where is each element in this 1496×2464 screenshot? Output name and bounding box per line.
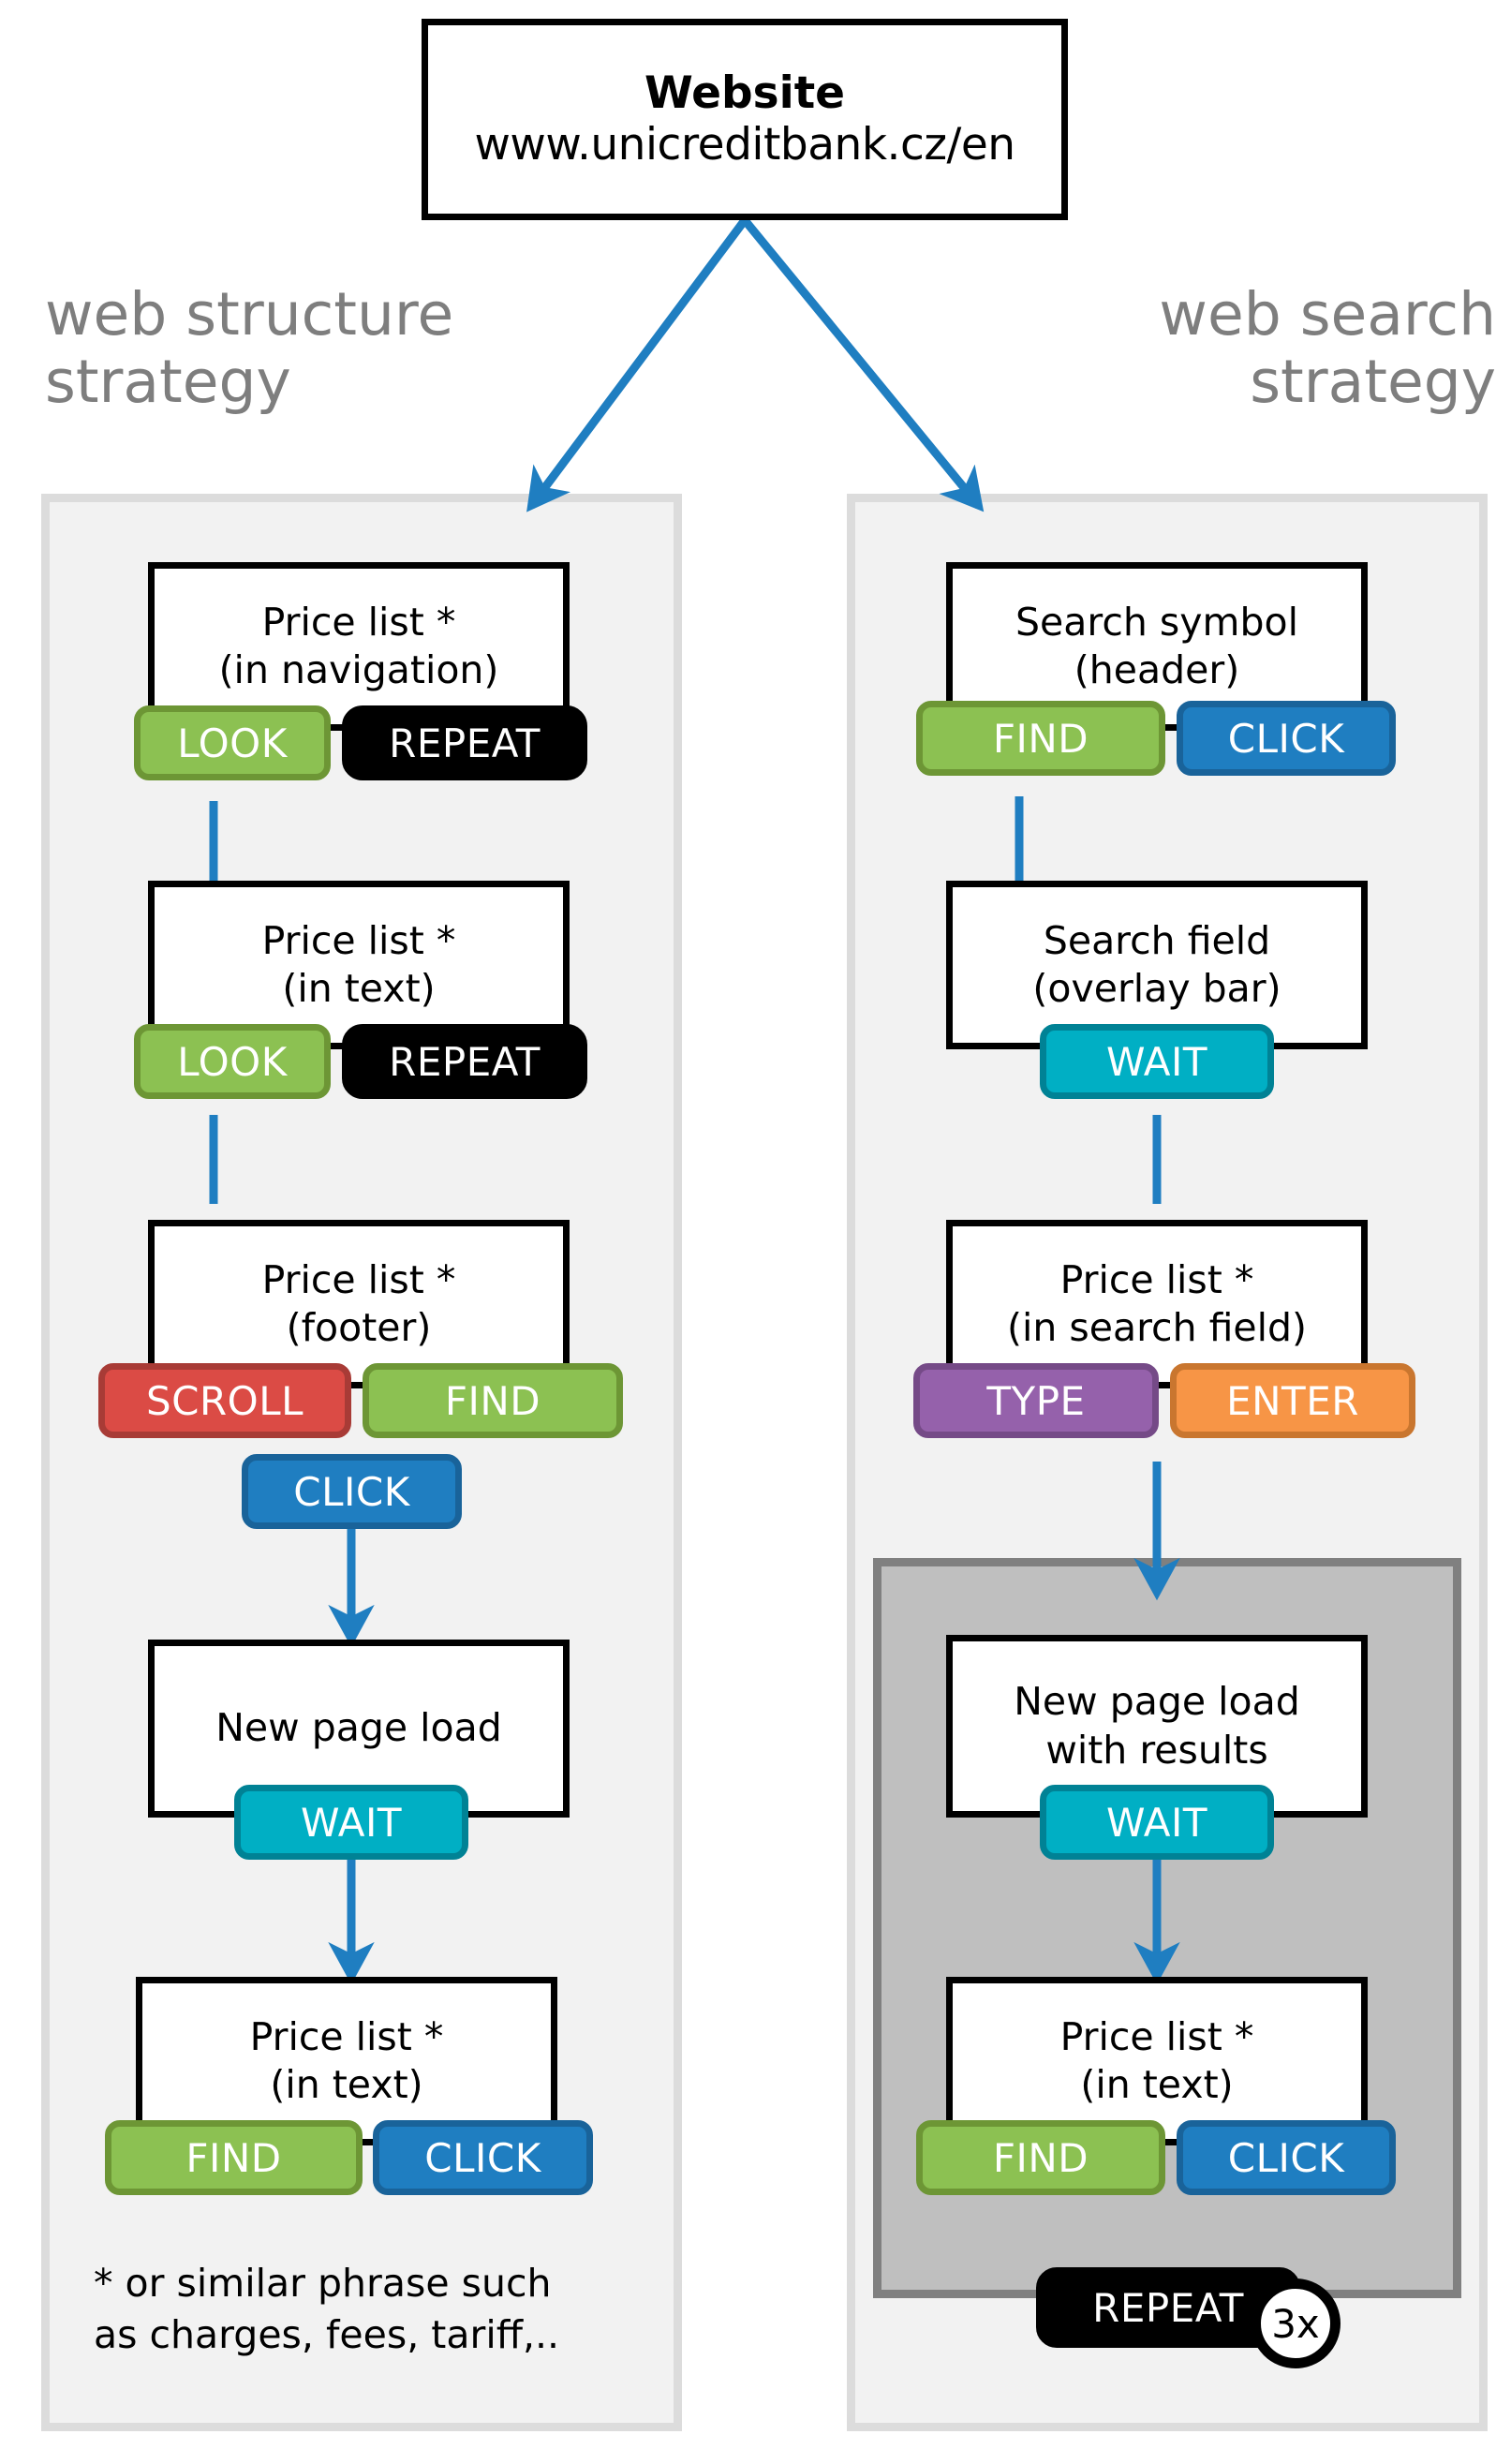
badge-scroll[interactable]: SCROLL	[98, 1363, 351, 1438]
badge-click[interactable]: CLICK	[242, 1454, 462, 1529]
step-line-1: Price list *	[261, 599, 456, 645]
badge-find[interactable]: FIND	[363, 1363, 623, 1438]
badge-click[interactable]: CLICK	[373, 2120, 593, 2195]
step-line-2: (in text)	[270, 2062, 423, 2107]
step-line-2: (in search field)	[1006, 1305, 1308, 1350]
badge-find[interactable]: FIND	[916, 2120, 1165, 2195]
badge-look[interactable]: LOOK	[134, 705, 331, 780]
badge-type[interactable]: TYPE	[913, 1363, 1159, 1438]
badge-click[interactable]: CLICK	[1177, 701, 1396, 776]
step-price-list-in-text: Price list * (in text)	[148, 881, 570, 1049]
step-line-1: Price list *	[249, 2013, 444, 2059]
root-title: Website	[644, 67, 846, 120]
badge-enter[interactable]: ENTER	[1170, 1363, 1415, 1438]
badge-look[interactable]: LOOK	[134, 1024, 331, 1099]
step-price-list-in-text-final: Price list * (in text)	[136, 1977, 557, 2145]
step-line-2: with results	[1045, 1727, 1268, 1773]
step-line-2: (in navigation)	[218, 647, 499, 692]
step-price-list-navigation: Price list * (in navigation)	[148, 562, 570, 731]
badge-wait[interactable]: WAIT	[234, 1785, 468, 1860]
step-line-1: Search field	[1043, 917, 1271, 963]
step-line-2: (in text)	[282, 966, 436, 1011]
loop-count-badge: 3x	[1251, 2278, 1340, 2368]
root-url: www.unicreditbank.cz/en	[474, 118, 1015, 171]
step-line-2: (header)	[1074, 647, 1240, 692]
root-node-website: Website www.unicreditbank.cz/en	[422, 19, 1068, 220]
step-line-1: New page load	[1014, 1679, 1300, 1725]
heading-web-structure-strategy: web structure strategy	[45, 280, 454, 417]
step-line-1: Price list *	[261, 917, 456, 963]
footnote-asterisk-note: * or similar phrase such as charges, fee…	[94, 2261, 560, 2358]
step-line-2: (footer)	[286, 1305, 432, 1350]
step-line-1: Price list *	[1059, 1256, 1254, 1302]
step-search-field-overlay: Search field (overlay bar)	[946, 881, 1368, 1049]
step-line-1: New page load	[215, 1705, 502, 1751]
badge-click[interactable]: CLICK	[1177, 2120, 1396, 2195]
step-price-list-in-text-results: Price list * (in text)	[946, 1977, 1368, 2145]
step-new-page-load: New page load	[148, 1640, 570, 1818]
step-price-list-footer: Price list * (footer)	[148, 1220, 570, 1388]
badge-find[interactable]: FIND	[105, 2120, 363, 2195]
badge-wait[interactable]: WAIT	[1040, 1785, 1274, 1860]
badge-repeat[interactable]: REPEAT	[342, 1024, 587, 1099]
heading-web-search-strategy: web search strategy	[1159, 280, 1496, 417]
step-line-2: (in text)	[1080, 2062, 1234, 2107]
step-line-1: Price list *	[261, 1256, 456, 1302]
step-line-1: Search symbol	[1015, 599, 1298, 645]
badge-wait[interactable]: WAIT	[1040, 1024, 1274, 1099]
step-line-1: Price list *	[1059, 2013, 1254, 2059]
badge-repeat[interactable]: REPEAT	[342, 705, 587, 780]
badge-find[interactable]: FIND	[916, 701, 1165, 776]
step-line-2: (overlay bar)	[1032, 966, 1281, 1011]
